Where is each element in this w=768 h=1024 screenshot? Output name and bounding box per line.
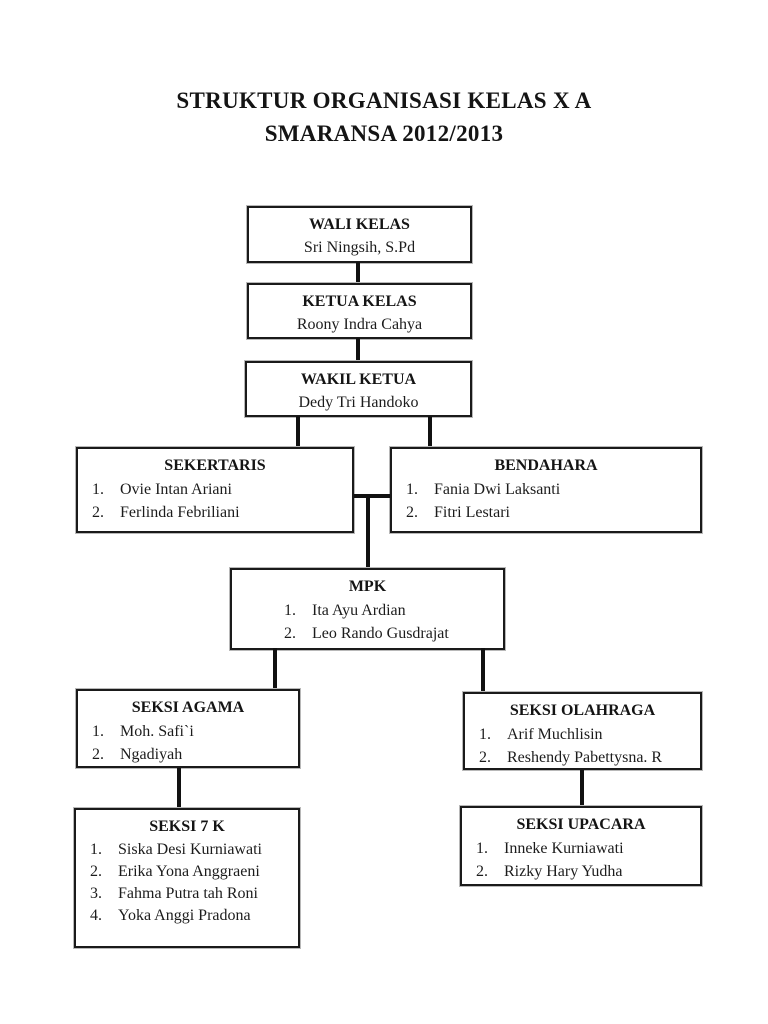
member-name: Reshendy Pabettysna. R xyxy=(507,749,663,766)
member-item: 1. Fania Dwi Laksanti xyxy=(392,478,700,501)
member-name: Moh. Safi`i xyxy=(120,723,194,740)
node-seksi-upacara: SEKSI UPACARA 1. Inneke Kurniawati 2. Ri… xyxy=(459,805,703,887)
member-number: 2. xyxy=(476,863,488,880)
connector-wakil-to-sekertaris xyxy=(296,416,300,448)
node-wali-kelas-name: Sri Ningsih, S.Pd xyxy=(303,239,416,256)
member-list: 1. Ita Ayu Ardian 2. Leo Rando Gusdrajat xyxy=(232,598,503,645)
member-name: Erika Yona Anggraeni xyxy=(118,863,260,880)
member-number: 1. xyxy=(406,481,418,498)
node-mpk: MPK 1. Ita Ayu Ardian 2. Leo Rando Gusdr… xyxy=(229,567,506,651)
node-wakil-ketua-title: WAKIL KETUA xyxy=(300,371,417,388)
node-bendahara: BENDAHARA 1. Fania Dwi Laksanti 2. Fitri… xyxy=(389,446,703,534)
connector-bridge-to-mpk xyxy=(366,494,370,568)
node-wakil-ketua: WAKIL KETUA Dedy Tri Handoko xyxy=(244,360,473,418)
member-number: 2. xyxy=(406,504,418,521)
member-list: 1. Inneke Kurniawati 2. Rizky Hary Yudha xyxy=(462,836,700,883)
member-item: 2. Ngadiyah xyxy=(78,743,298,766)
member-item: 2. Reshendy Pabettysna. R xyxy=(465,746,700,769)
connector-mpk-to-seksi-agama xyxy=(273,648,277,689)
page-title-line1: STRUKTUR ORGANISASI KELAS X A xyxy=(176,88,592,113)
member-number: 2. xyxy=(92,504,104,521)
member-name: Leo Rando Gusdrajat xyxy=(312,625,449,642)
connector-wali-to-ketua xyxy=(356,262,360,284)
member-number: 2. xyxy=(284,625,296,642)
page-title-line2: SMARANSA 2012/2013 xyxy=(264,121,504,146)
member-list: 1. Moh. Safi`i 2. Ngadiyah xyxy=(78,719,298,766)
node-seksi-7k: SEKSI 7 K 1. Siska Desi Kurniawati 2. Er… xyxy=(73,807,301,949)
member-list: 1. Arif Muchlisin 2. Reshendy Pabettysna… xyxy=(465,722,700,769)
member-number: 2. xyxy=(92,746,104,763)
member-number: 1. xyxy=(479,726,491,743)
member-name: Fahma Putra tah Roni xyxy=(118,885,258,902)
connector-seksi-agama-to-seksi-7k xyxy=(177,768,181,808)
member-list: 1. Fania Dwi Laksanti 2. Fitri Lestari xyxy=(392,477,700,524)
member-item: 1. Inneke Kurniawati xyxy=(462,837,700,860)
node-seksi-upacara-title: SEKSI UPACARA xyxy=(516,816,646,833)
member-item: 1. Ita Ayu Ardian xyxy=(232,599,503,622)
member-name: Ferlinda Febriliani xyxy=(120,504,240,521)
member-name: Arif Muchlisin xyxy=(507,726,603,743)
member-name: Fitri Lestari xyxy=(434,504,510,521)
member-name: Ovie Intan Ariani xyxy=(120,481,232,498)
node-wali-kelas-title: WALI KELAS xyxy=(309,216,410,233)
connector-seksi-olahraga-to-seksi-upacara xyxy=(580,770,584,806)
member-list: 1. Ovie Intan Ariani 2. Ferlinda Febrili… xyxy=(78,477,352,524)
connector-wakil-to-bendahara xyxy=(428,416,432,448)
node-bendahara-title: BENDAHARA xyxy=(494,457,598,474)
member-item: 1. Moh. Safi`i xyxy=(78,720,298,743)
member-number: 4. xyxy=(90,907,102,924)
member-name: Siska Desi Kurniawati xyxy=(118,841,262,858)
node-wali-kelas: WALI KELAS Sri Ningsih, S.Pd xyxy=(246,205,473,264)
member-item: 4. Yoka Anggi Pradona xyxy=(76,905,298,927)
member-item: 1. Arif Muchlisin xyxy=(465,723,700,746)
member-number: 1. xyxy=(476,840,488,857)
node-wakil-ketua-name: Dedy Tri Handoko xyxy=(298,394,419,411)
node-seksi-agama: SEKSI AGAMA 1. Moh. Safi`i 2. Ngadiyah xyxy=(75,688,301,769)
member-item: 2. Fitri Lestari xyxy=(392,501,700,524)
member-number: 1. xyxy=(284,602,296,619)
member-item: 1. Siska Desi Kurniawati xyxy=(76,839,298,861)
member-name: Ngadiyah xyxy=(120,746,183,763)
connector-sekertaris-bendahara-bridge xyxy=(354,494,390,498)
member-number: 1. xyxy=(92,481,104,498)
member-number: 1. xyxy=(92,723,104,740)
member-number: 2. xyxy=(90,863,102,880)
member-name: Fania Dwi Laksanti xyxy=(434,481,561,498)
member-name: Rizky Hary Yudha xyxy=(504,863,623,880)
member-name: Inneke Kurniawati xyxy=(504,840,624,857)
member-item: 2. Leo Rando Gusdrajat xyxy=(232,622,503,645)
node-ketua-kelas-name: Roony Indra Cahya xyxy=(296,316,423,333)
member-name: Ita Ayu Ardian xyxy=(312,602,406,619)
node-seksi-7k-title: SEKSI 7 K xyxy=(149,818,225,835)
member-item: 3. Fahma Putra tah Roni xyxy=(76,883,298,905)
member-number: 2. xyxy=(479,749,491,766)
member-number: 3. xyxy=(90,885,102,902)
member-item: 2. Rizky Hary Yudha xyxy=(462,860,700,883)
node-mpk-title: MPK xyxy=(348,578,387,595)
node-seksi-olahraga-title: SEKSI OLAHRAGA xyxy=(509,702,656,719)
connector-mpk-to-seksi-olahraga xyxy=(481,648,485,692)
node-sekertaris: SEKERTARIS 1. Ovie Intan Ariani 2. Ferli… xyxy=(75,446,355,534)
node-seksi-agama-title: SEKSI AGAMA xyxy=(131,699,245,716)
node-sekertaris-title: SEKERTARIS xyxy=(164,457,266,474)
node-ketua-kelas-title: KETUA KELAS xyxy=(302,293,417,310)
member-item: 1. Ovie Intan Ariani xyxy=(78,478,352,501)
member-list: 1. Siska Desi Kurniawati 2. Erika Yona A… xyxy=(76,838,298,927)
member-number: 1. xyxy=(90,841,102,858)
member-item: 2. Erika Yona Anggraeni xyxy=(76,861,298,883)
member-item: 2. Ferlinda Febriliani xyxy=(78,501,352,524)
member-name: Yoka Anggi Pradona xyxy=(118,907,251,924)
node-ketua-kelas: KETUA KELAS Roony Indra Cahya xyxy=(246,282,473,340)
node-seksi-olahraga: SEKSI OLAHRAGA 1. Arif Muchlisin 2. Resh… xyxy=(462,691,703,771)
connector-ketua-to-wakil xyxy=(356,338,360,362)
page-title: STRUKTUR ORGANISASI KELAS X A SMARANSA 2… xyxy=(0,84,768,150)
